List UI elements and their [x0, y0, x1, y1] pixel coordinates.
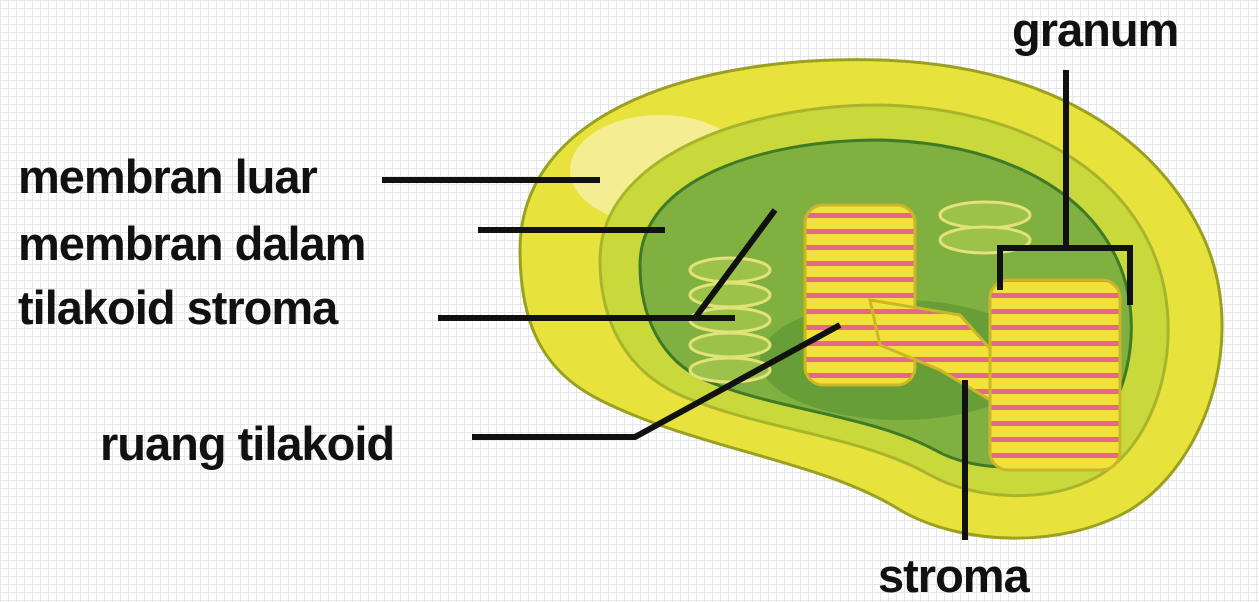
- thylakoid-disk: [690, 333, 770, 357]
- thylakoid-disk: [690, 283, 770, 307]
- label-ruang-tilakoid: ruang tilakoid: [100, 420, 394, 467]
- label-stroma: stroma: [878, 552, 1029, 599]
- label-granum: granum: [1012, 6, 1178, 53]
- label-tilakoid-stroma: tilakoid stroma: [18, 284, 337, 331]
- thylakoid-disk: [940, 202, 1030, 228]
- label-membran-luar: membran luar: [18, 153, 317, 200]
- label-membran-dalam: membran dalam: [18, 220, 365, 267]
- granum-stack-right: [990, 280, 1120, 470]
- granum-stack-left: [805, 205, 915, 385]
